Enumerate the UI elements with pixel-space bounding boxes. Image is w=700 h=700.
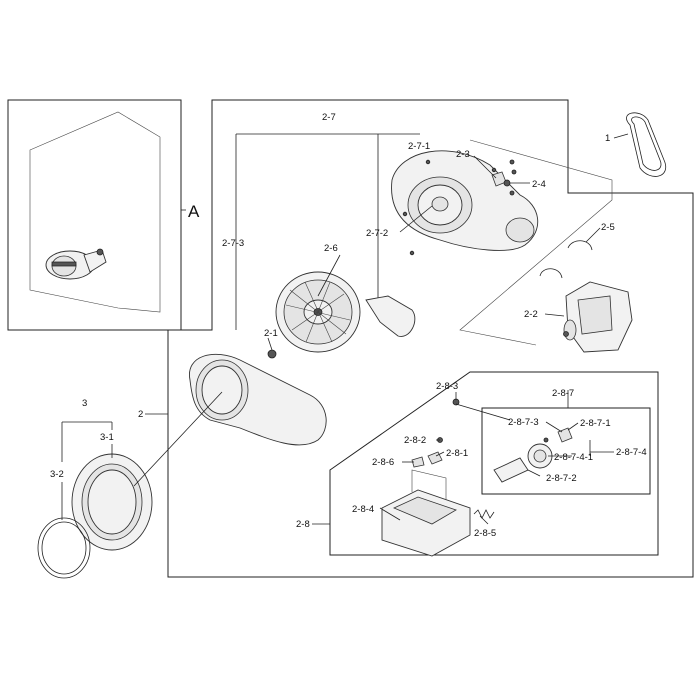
clips-part-2-5 bbox=[539, 240, 593, 279]
callout-2-7-3: 2-7-3 bbox=[222, 238, 244, 249]
callout-2-8-7-4: 2-8-7-4 bbox=[616, 447, 647, 458]
seal-part-3-2 bbox=[37, 517, 91, 579]
callout-2-8-3: 2-8-3 bbox=[436, 381, 458, 392]
ring-part-3-1 bbox=[71, 453, 153, 551]
detail-marker-a: A bbox=[188, 202, 200, 221]
spring-part-2-8-5 bbox=[473, 509, 495, 519]
callout-2-8-7-3: 2-8-7-3 bbox=[508, 417, 539, 428]
assembly-frame bbox=[167, 99, 694, 578]
fan-housing-part-2-7-1 bbox=[391, 150, 539, 256]
nut-part-2-4 bbox=[503, 179, 511, 187]
callout-3-1: 3-1 bbox=[100, 432, 114, 443]
inset-frame bbox=[7, 99, 182, 331]
callout-labels: 1 2 2-1 2-2 2-3 2-4 2-5 2-6 2-7 2-7-1 2-… bbox=[50, 112, 647, 539]
duct-part-2-7-2 bbox=[365, 295, 416, 337]
callout-2: 2 bbox=[138, 409, 143, 420]
callout-2-7-2: 2-7-2 bbox=[366, 228, 388, 239]
bracket-base-part-2-8-4 bbox=[381, 469, 471, 557]
inset-blower-thumbnail bbox=[45, 248, 107, 280]
callout-2-8-7-4-1: 2-8-7-4-1 bbox=[554, 452, 593, 463]
callout-2-8-7-2: 2-8-7-2 bbox=[546, 473, 577, 484]
callout-2-8-1: 2-8-1 bbox=[446, 448, 468, 459]
motor-panel-outline bbox=[459, 139, 613, 346]
bracket-2-8-7-frame bbox=[481, 407, 651, 495]
callout-2-8-4: 2-8-4 bbox=[352, 504, 374, 515]
callout-2-4: 2-4 bbox=[532, 179, 546, 190]
callout-2-2: 2-2 bbox=[524, 309, 538, 320]
callout-3-2: 3-2 bbox=[50, 469, 64, 480]
callout-1: 1 bbox=[605, 133, 610, 144]
bracket-2-8-frame bbox=[329, 371, 659, 556]
pin-part-2-8-6 bbox=[411, 456, 425, 468]
cabinet-outline bbox=[29, 111, 161, 313]
callout-2-8-2: 2-8-2 bbox=[404, 435, 426, 446]
callout-2-7-1: 2-7-1 bbox=[408, 141, 430, 152]
motor-part-2-2 bbox=[563, 281, 633, 353]
callout-2-6: 2-6 bbox=[324, 243, 338, 254]
belt-part-1 bbox=[626, 112, 667, 177]
callout-3: 3 bbox=[82, 398, 87, 409]
idler-assembly-part-2-8-7 bbox=[493, 427, 573, 483]
rear-duct-part-2 bbox=[189, 353, 327, 446]
callout-2-1: 2-1 bbox=[264, 328, 278, 339]
callout-2-8-5: 2-8-5 bbox=[474, 528, 496, 539]
callout-2-8: 2-8 bbox=[296, 519, 310, 530]
callout-2-8-7: 2-8-7 bbox=[552, 388, 574, 399]
screws-2-3 bbox=[491, 159, 517, 196]
callout-2-8-6: 2-8-6 bbox=[372, 457, 394, 468]
callout-2-7: 2-7 bbox=[322, 112, 336, 123]
nut-part-2-1 bbox=[267, 349, 277, 359]
inset-detail-a: A bbox=[7, 99, 200, 331]
fan-wheel-part-2-6 bbox=[275, 271, 361, 353]
callout-2-8-7-1: 2-8-7-1 bbox=[580, 418, 611, 429]
callout-2-5: 2-5 bbox=[601, 222, 615, 233]
leader-lines bbox=[61, 133, 629, 525]
callout-2-3: 2-3 bbox=[456, 149, 470, 160]
